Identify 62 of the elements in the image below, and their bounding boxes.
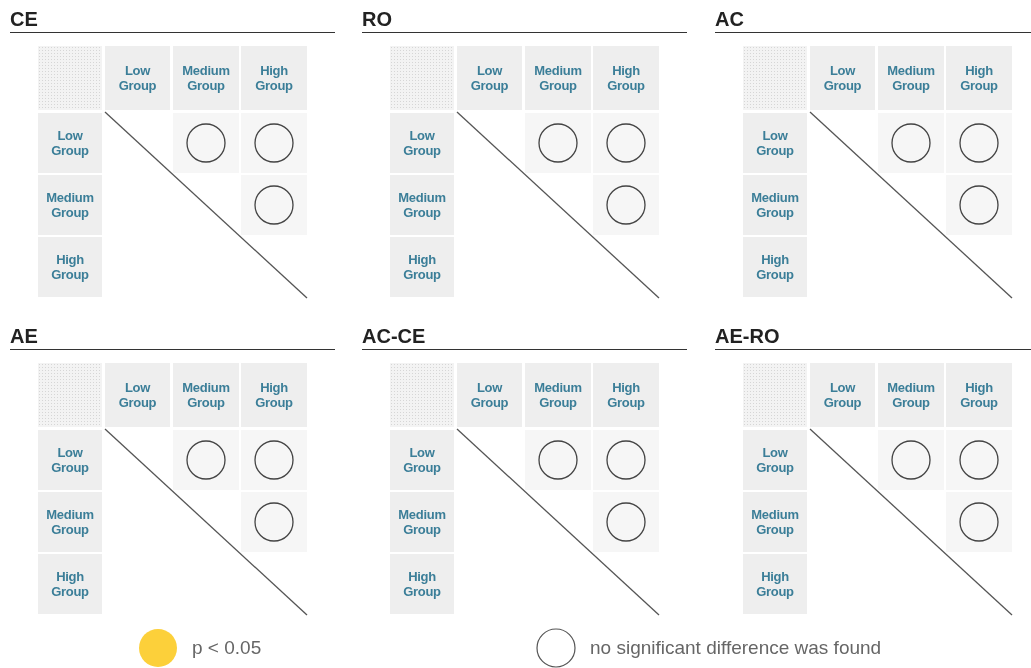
result-marker [891,123,931,163]
panel-title: AC-CE [362,325,687,350]
column-header: Medium Group [525,46,591,110]
result-marker [959,123,999,163]
row-header: High Group [38,237,102,297]
row-header: Medium Group [38,175,102,235]
result-marker [606,502,646,542]
result-marker [254,440,294,480]
row-header: High Group [743,554,807,614]
panel-title: AC [715,8,1031,33]
row-header: High Group [38,554,102,614]
row-header: Low Group [38,430,102,490]
column-header: High Group [593,363,659,427]
result-marker [254,123,294,163]
column-header: Low Group [457,46,522,110]
result-marker [606,185,646,225]
row-header: High Group [390,237,454,297]
legend-label: p < 0.05 [192,637,262,659]
row-header: Low Group [743,113,807,173]
column-header: High Group [593,46,659,110]
column-header: Medium Group [878,363,944,427]
row-header: High Group [390,554,454,614]
column-header: Medium Group [173,46,239,110]
legend-label: no significant difference was found [590,637,882,659]
column-header: Low Group [105,363,170,427]
result-marker [538,440,578,480]
result-marker [254,185,294,225]
column-header: Low Group [810,46,875,110]
column-header: High Group [946,46,1012,110]
result-marker [254,502,294,542]
panel-title: AE [10,325,335,350]
result-marker [186,123,226,163]
result-marker [538,123,578,163]
column-header: Medium Group [173,363,239,427]
result-marker [186,440,226,480]
column-header: High Group [946,363,1012,427]
panel-title: RO [362,8,687,33]
column-header: Low Group [105,46,170,110]
row-header: High Group [743,237,807,297]
result-marker [891,440,931,480]
result-marker [959,440,999,480]
column-header: Medium Group [878,46,944,110]
row-header: Medium Group [743,492,807,552]
column-header: High Group [241,363,307,427]
result-marker [606,440,646,480]
result-marker [959,185,999,225]
result-marker [606,123,646,163]
row-header: Medium Group [390,175,454,235]
panel-title: AE-RO [715,325,1031,350]
column-header: Low Group [810,363,875,427]
row-header: Low Group [38,113,102,173]
column-header: High Group [241,46,307,110]
row-header: Medium Group [743,175,807,235]
panel-title: CE [10,8,335,33]
column-header: Medium Group [525,363,591,427]
result-marker [959,502,999,542]
column-header: Low Group [457,363,522,427]
row-header: Low Group [390,430,454,490]
row-header: Medium Group [390,492,454,552]
row-header: Medium Group [38,492,102,552]
row-header: Low Group [390,113,454,173]
row-header: Low Group [743,430,807,490]
